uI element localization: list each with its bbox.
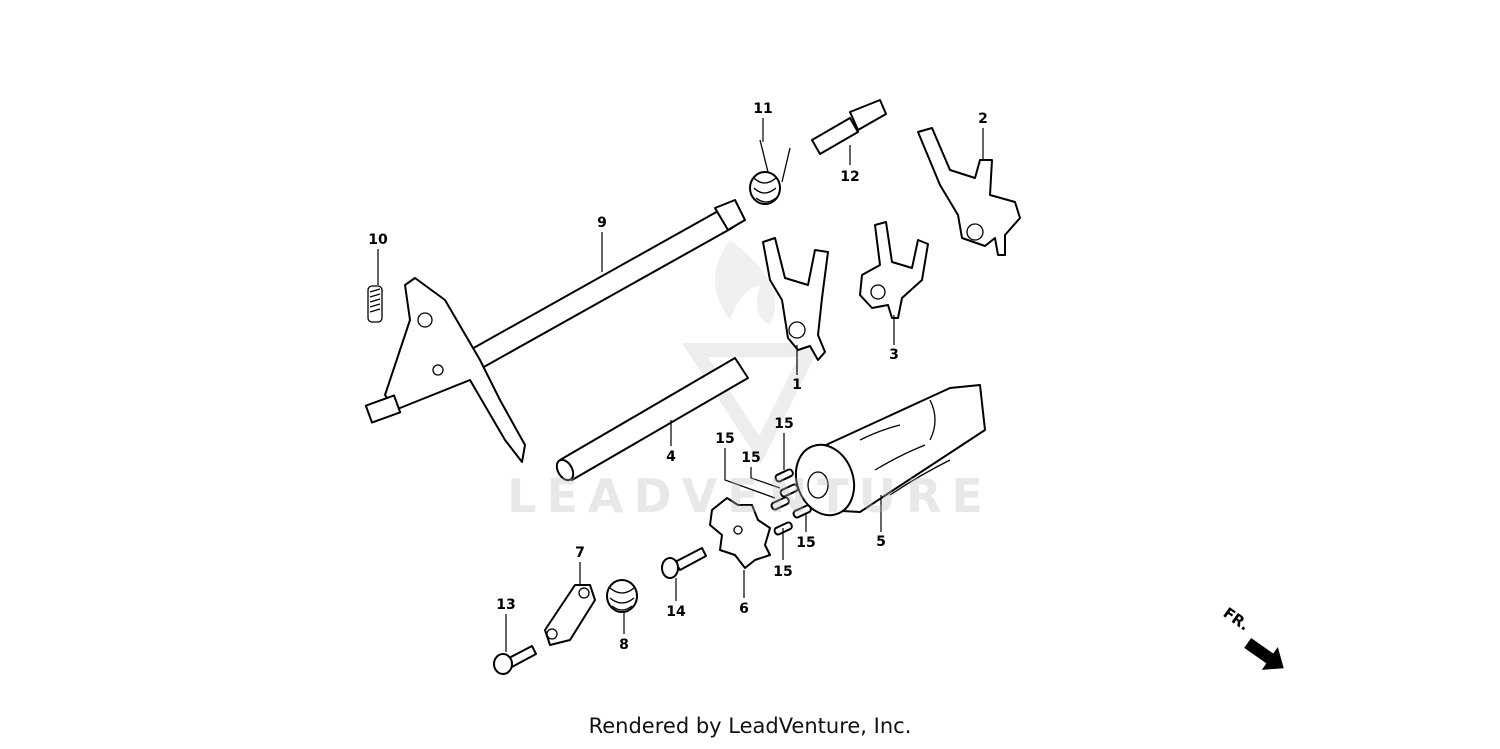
arrow-down-right-icon	[1244, 638, 1284, 670]
part-8-spring[interactable]	[606, 579, 638, 613]
part-1-fork[interactable]	[762, 237, 829, 361]
part-12-pin[interactable]	[811, 99, 887, 155]
label-13: 13	[496, 597, 515, 613]
label-11: 11	[753, 101, 772, 117]
svg-text:FR.: FR.	[1220, 604, 1253, 635]
label-10: 10	[368, 232, 388, 248]
label-8: 8	[619, 637, 629, 653]
label-15: 15	[773, 564, 792, 580]
part-3-fork[interactable]	[859, 221, 929, 319]
label-2: 2	[978, 111, 988, 127]
watermark-logo	[682, 240, 822, 465]
label-4: 4	[666, 449, 676, 465]
part-14-bolt[interactable]	[661, 547, 707, 579]
label-12: 12	[840, 169, 859, 185]
part-13-bolt[interactable]	[493, 645, 537, 675]
footer-credit: Rendered by LeadVenture, Inc.	[588, 714, 912, 738]
part-15-pins[interactable]	[770, 468, 812, 536]
label-3: 3	[889, 347, 899, 363]
label-15: 15	[774, 416, 793, 432]
part-11-spring[interactable]	[749, 139, 791, 205]
label-6: 6	[739, 601, 749, 617]
front-direction-marker: FR.	[1220, 604, 1284, 670]
part-4-fork-shaft[interactable]	[553, 357, 749, 483]
part-10-spring[interactable]	[367, 285, 383, 323]
label-9: 9	[597, 215, 607, 231]
callout-labels: 1 2 3 4 5 6 7 8 9 10 11 12 13 14 15 15 1…	[368, 101, 988, 653]
part-5-shift-drum[interactable]	[786, 384, 986, 523]
label-5: 5	[876, 534, 886, 550]
part-6-drum-center[interactable]	[709, 497, 771, 569]
part-7-stopper-arm[interactable]	[544, 584, 596, 646]
label-15: 15	[796, 535, 815, 551]
label-7: 7	[575, 545, 585, 561]
label-15: 15	[741, 450, 760, 466]
part-9-shift-shaft[interactable]	[364, 199, 746, 463]
label-1: 1	[792, 377, 802, 393]
label-15: 15	[715, 431, 734, 447]
label-14: 14	[666, 604, 686, 620]
leader-lines	[377, 118, 984, 652]
part-2-fork[interactable]	[917, 127, 1021, 256]
